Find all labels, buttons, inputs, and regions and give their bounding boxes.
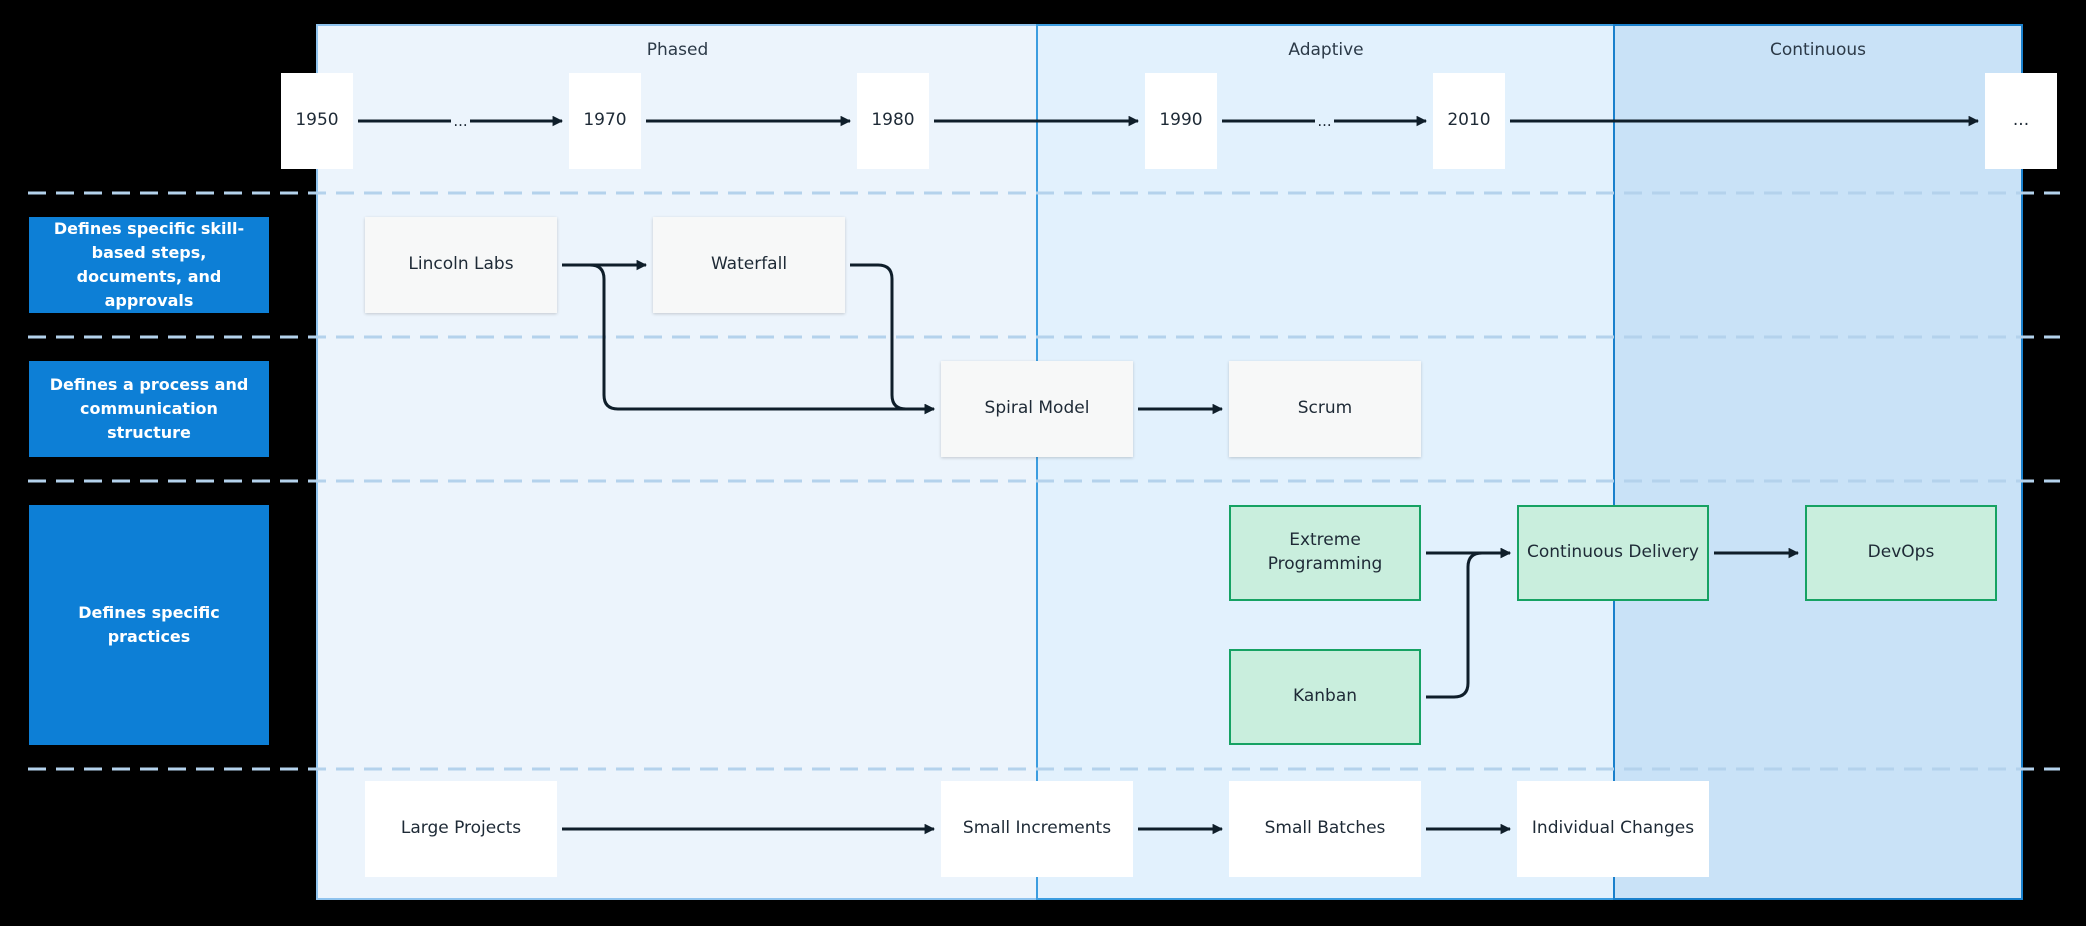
node-waterfall: Waterfall	[653, 217, 845, 313]
year-future: ...	[1985, 73, 2057, 169]
year-2010: 2010	[1433, 73, 1505, 169]
node-small-increments: Small Increments	[941, 781, 1133, 877]
node-devops: DevOps	[1805, 505, 1997, 601]
node-extreme-programming: Extreme Programming	[1229, 505, 1421, 601]
year-1980: 1980	[857, 73, 929, 169]
node-scrum: Scrum	[1229, 361, 1421, 457]
phase-zone-adaptive: Adaptive	[1036, 24, 1614, 900]
phase-zone-phased: Phased	[316, 24, 1037, 900]
node-small-batches: Small Batches	[1229, 781, 1421, 877]
timeline-gap-mark: ...	[1317, 111, 1332, 130]
year-1950: 1950	[281, 73, 353, 169]
node-continuous-delivery: Continuous Delivery	[1517, 505, 1709, 601]
year-1990: 1990	[1145, 73, 1217, 169]
lane-label-skills: Defines specific skill-based steps, docu…	[29, 217, 269, 313]
phase-title-phased: Phased	[646, 40, 709, 60]
phase-title-adaptive: Adaptive	[1288, 40, 1364, 60]
lane-label-process: Defines a process and communication stru…	[29, 361, 269, 457]
phase-zone-continuous: Continuous	[1613, 24, 2023, 900]
node-individual-changes: Individual Changes	[1517, 781, 1709, 877]
year-1970: 1970	[569, 73, 641, 169]
node-spiral-model: Spiral Model	[941, 361, 1133, 457]
phase-title-continuous: Continuous	[1769, 40, 1866, 60]
node-kanban: Kanban	[1229, 649, 1421, 745]
node-large-projects: Large Projects	[365, 781, 557, 877]
node-lincoln-labs: Lincoln Labs	[365, 217, 557, 313]
timeline-gap-mark: ...	[453, 111, 468, 130]
lane-label-practices: Defines specific practices	[29, 505, 269, 745]
